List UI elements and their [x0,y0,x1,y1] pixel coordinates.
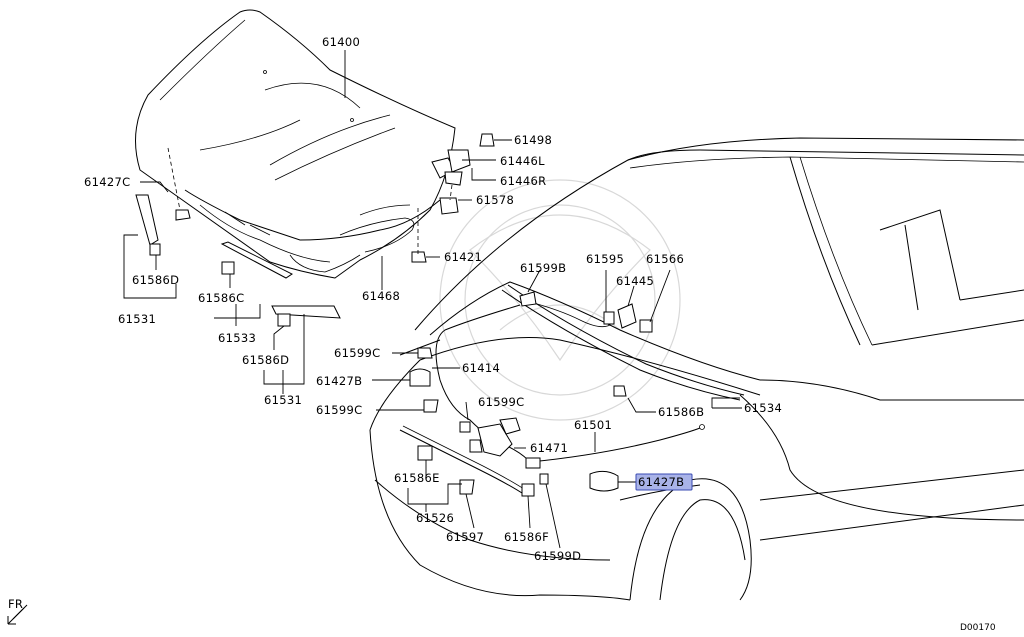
label-diagram-code: D00170 [960,623,996,633]
label-61471[interactable]: 61471 [530,441,568,455]
label-61427B-right[interactable]: 61427B [638,475,684,489]
label-61427B-left[interactable]: 61427B [316,374,362,388]
label-61597[interactable]: 61597 [446,530,484,544]
label-61595[interactable]: 61595 [586,252,624,266]
label-61534[interactable]: 61534 [744,401,782,415]
label-61586D-left[interactable]: 61586D [132,273,179,287]
label-61501[interactable]: 61501 [574,418,612,432]
highlight-61427B [635,473,693,491]
label-61586F[interactable]: 61586F [504,530,549,544]
hood-panel [135,9,456,279]
label-fr: FR [8,597,23,611]
label-61446R[interactable]: 61446R [500,174,546,188]
label-61578[interactable]: 61578 [476,193,514,207]
part-labels: 61400 61498 61446L 61446R 61578 61427C 6… [8,35,996,633]
label-61427C[interactable]: 61427C [84,175,130,189]
label-61599C-1[interactable]: 61599C [334,346,380,360]
label-61468[interactable]: 61468 [362,289,400,303]
leader-lines [123,50,742,549]
front-direction-arrow [7,604,28,625]
engine-bay-parts [399,284,745,497]
label-61421[interactable]: 61421 [444,250,482,264]
hood-parts [135,133,495,327]
label-61586E[interactable]: 61586E [394,471,440,485]
label-61445[interactable]: 61445 [616,274,654,288]
label-61446L[interactable]: 61446L [500,154,545,168]
label-61533[interactable]: 61533 [218,331,256,345]
label-61526[interactable]: 61526 [416,511,454,525]
label-61498[interactable]: 61498 [514,133,552,147]
guide-lines [167,147,453,254]
label-61414[interactable]: 61414 [462,361,500,375]
label-61599B[interactable]: 61599B [520,261,566,275]
label-61599C-3[interactable]: 61599C [478,395,524,409]
label-61586D-mid[interactable]: 61586D [242,353,289,367]
label-61400[interactable]: 61400 [322,35,360,49]
label-61586B[interactable]: 61586B [658,405,704,419]
label-61599C-2[interactable]: 61599C [316,403,362,417]
label-61599D[interactable]: 61599D [534,549,581,563]
label-61566[interactable]: 61566 [646,252,684,266]
label-61531-left[interactable]: 61531 [118,312,156,326]
label-61586C[interactable]: 61586C [198,291,244,305]
label-61531-mid[interactable]: 61531 [264,393,302,407]
car-body-outline [369,137,1024,601]
